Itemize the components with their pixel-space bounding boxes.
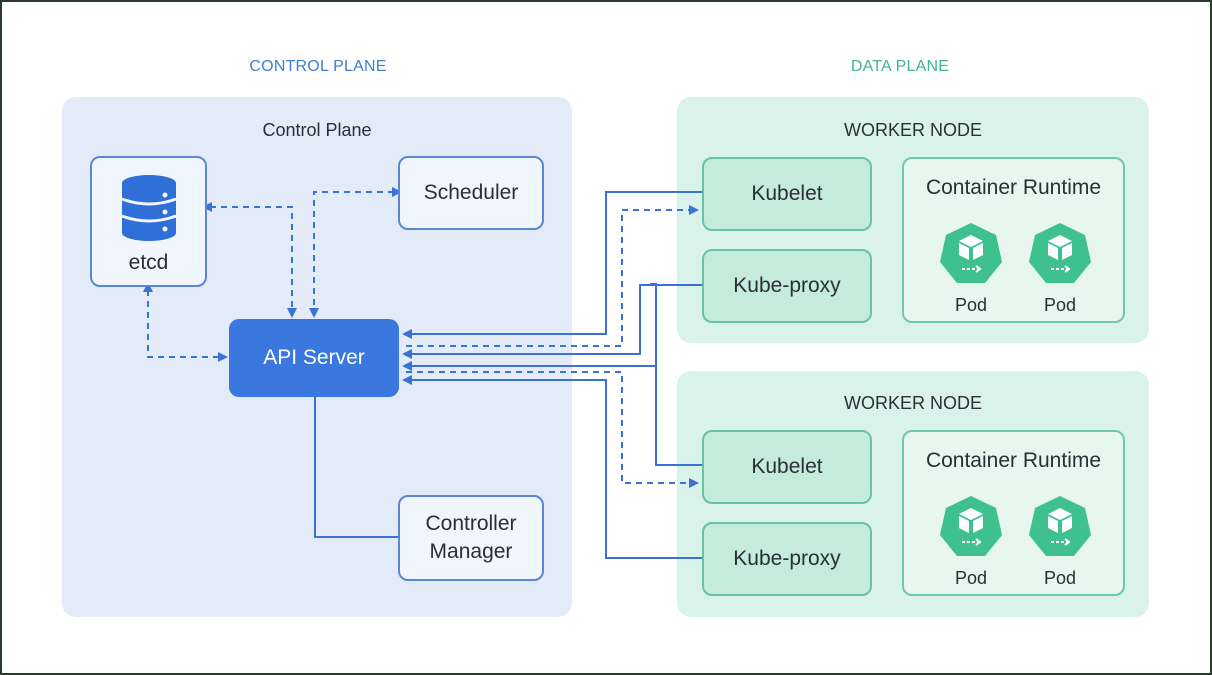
api-kubelet2-link (406, 371, 699, 488)
container-runtime-label-1: Container Runtime (925, 176, 1102, 199)
control-plane-heading: CONTROL PLANE (249, 58, 387, 75)
pod-2-1[interactable]: Pod (936, 494, 1006, 589)
kubelet-box-1[interactable]: Kubelet (702, 157, 872, 231)
etcd-label: etcd (128, 250, 169, 274)
pod-heptagon-icon (940, 223, 1002, 283)
data-plane-heading: DATA PLANE (850, 58, 950, 75)
controller-manager-box[interactable]: Controller Manager (398, 495, 544, 581)
etcd-box[interactable]: etcd (90, 156, 207, 287)
scheduler-box[interactable]: Scheduler (398, 156, 544, 230)
controller-manager-label-line2: Manager (429, 540, 513, 563)
pod-heptagon-icon (940, 496, 1002, 556)
kubelet2-api-link (650, 283, 702, 466)
scheduler-label: Scheduler (423, 181, 519, 204)
kube-proxy-box-2[interactable]: Kube-proxy (702, 522, 872, 596)
pod-heptagon-icon (1029, 223, 1091, 283)
pod-2-2[interactable]: Pod (1025, 494, 1095, 589)
database-icon (120, 174, 177, 241)
kubelet-box-2[interactable]: Kubelet (702, 430, 872, 504)
control-plane-title: Control Plane (262, 120, 372, 140)
container-runtime-label-2: Container Runtime (925, 449, 1102, 472)
kubelet-label-1: Kubelet (751, 182, 823, 205)
pod-1-1[interactable]: Pod (936, 221, 1006, 316)
kubeproxy1-api-link (402, 284, 702, 359)
pod-label-1-1: Pod (954, 295, 988, 315)
kubelet-label-2: Kubelet (751, 455, 823, 478)
api-server-label: API Server (263, 346, 365, 369)
api-controller-link (314, 397, 398, 538)
pod-1-2[interactable]: Pod (1025, 221, 1095, 316)
kubeproxy2-api-link (402, 375, 702, 559)
worker-node-2-title: WORKER NODE (843, 393, 982, 413)
kube-proxy-box-1[interactable]: Kube-proxy (702, 249, 872, 323)
pod-label-1-2: Pod (1043, 295, 1077, 315)
etcd-api-side-link (143, 282, 228, 362)
controller-manager-label-line1: Controller (425, 512, 517, 535)
container-runtime-box-1[interactable]: Container Runtime Pod Pod (902, 157, 1125, 323)
kubelet1-api-link (402, 191, 702, 339)
kubelet2-api-return (402, 284, 657, 371)
kube-proxy-label-1: Kube-proxy (733, 274, 841, 297)
kube-proxy-label-2: Kube-proxy (733, 547, 841, 570)
worker-node-1-title: WORKER NODE (843, 120, 982, 140)
pod-label-2-2: Pod (1043, 568, 1077, 588)
pod-label-2-1: Pod (954, 568, 988, 588)
scheduler-api-link (309, 187, 402, 318)
api-kubelet1-link (406, 205, 699, 347)
pod-heptagon-icon (1029, 496, 1091, 556)
api-server-box[interactable]: API Server (229, 319, 399, 397)
etcd-api-link (202, 202, 297, 318)
container-runtime-box-2[interactable]: Container Runtime Pod Pod (902, 430, 1125, 596)
